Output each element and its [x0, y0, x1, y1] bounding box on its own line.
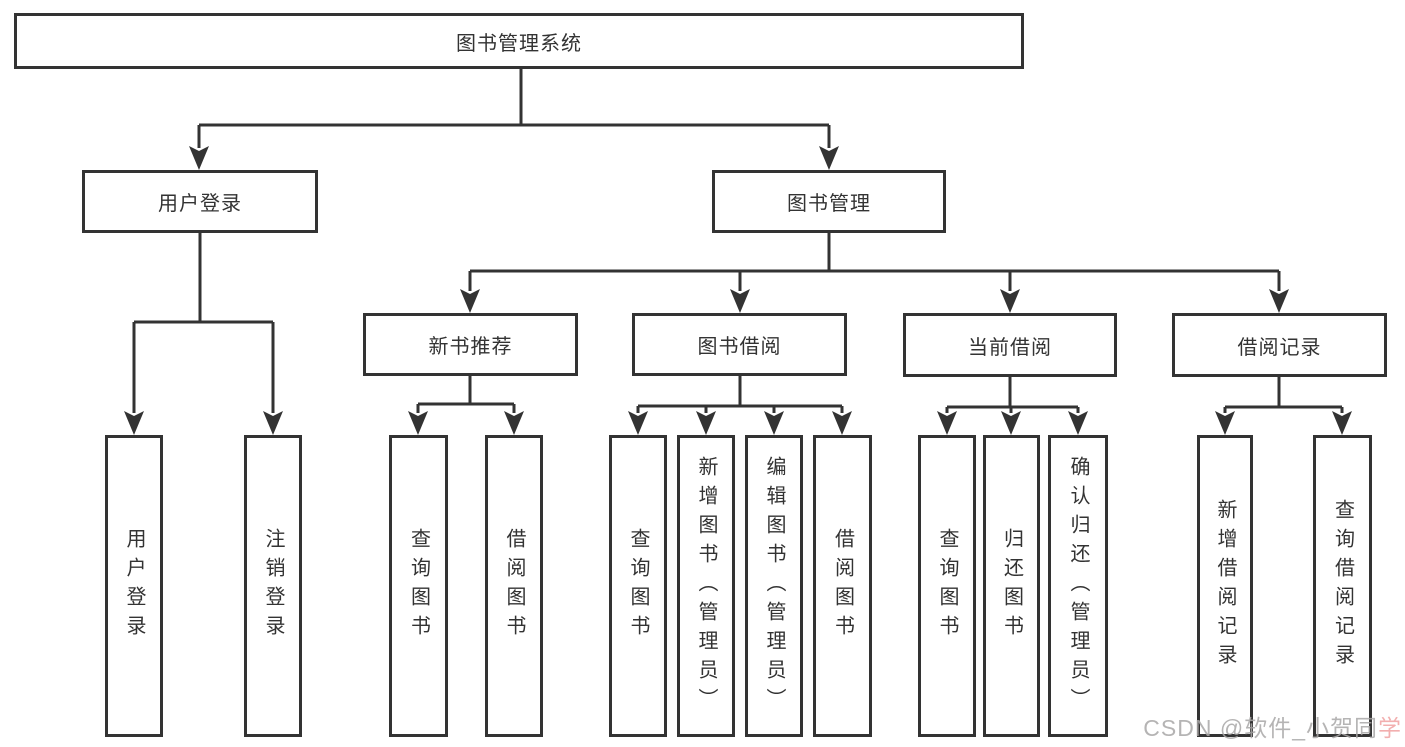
- node-borrow-records: 借阅记录: [1172, 313, 1387, 377]
- leaf-add-borrow-record: 新增借阅记录: [1197, 435, 1253, 737]
- leaf-label: 归还图书: [1000, 528, 1023, 644]
- leaf-borrow-books: 借阅图书: [813, 435, 872, 737]
- leaf-label: 借阅图书: [831, 528, 854, 644]
- leaf-logout: 注销登录: [244, 435, 302, 737]
- leaf-confirm-return-admin: 确认归还（管理员）: [1048, 435, 1108, 737]
- node-current-borrow: 当前借阅: [903, 313, 1117, 377]
- leaf-add-books-admin: 新增图书（管理员）: [677, 435, 735, 737]
- leaf-label: 新增图书（管理员）: [695, 455, 717, 717]
- leaf-user-login: 用户登录: [105, 435, 163, 737]
- node-library-management-system: 图书管理系统: [14, 13, 1024, 69]
- leaf-query-books: 查询图书: [609, 435, 667, 737]
- leaf-label: 查询图书: [936, 528, 958, 644]
- node-book-borrow: 图书借阅: [632, 313, 847, 376]
- leaf-label: 用户登录: [123, 528, 145, 644]
- leaf-label: 查询借阅记录: [1331, 499, 1354, 673]
- leaf-query-books: 查询图书: [389, 435, 448, 737]
- node-book-management: 图书管理: [712, 170, 946, 233]
- watermark-text: CSDN @软件_小贺同: [1143, 715, 1378, 741]
- leaf-label: 新增借阅记录: [1214, 499, 1236, 673]
- leaf-query-borrow-record: 查询借阅记录: [1313, 435, 1372, 737]
- leaf-label: 确认归还（管理员）: [1067, 455, 1089, 717]
- csdn-watermark: CSDN @软件_小贺同学: [1143, 709, 1402, 743]
- leaf-label: 借阅图书: [503, 528, 525, 644]
- leaf-query-books: 查询图书: [918, 435, 976, 737]
- leaf-label: 注销登录: [262, 528, 284, 644]
- leaf-label: 查询图书: [407, 528, 430, 644]
- leaf-label: 查询图书: [627, 528, 649, 644]
- leaf-return-books: 归还图书: [983, 435, 1040, 737]
- leaf-borrow-books: 借阅图书: [485, 435, 543, 737]
- leaf-edit-books-admin: 编辑图书（管理员）: [745, 435, 803, 737]
- leaf-label: 编辑图书（管理员）: [763, 455, 785, 717]
- watermark-text-accent: 学: [1378, 715, 1402, 741]
- node-user-login: 用户登录: [82, 170, 318, 233]
- node-new-book-recommend: 新书推荐: [363, 313, 578, 376]
